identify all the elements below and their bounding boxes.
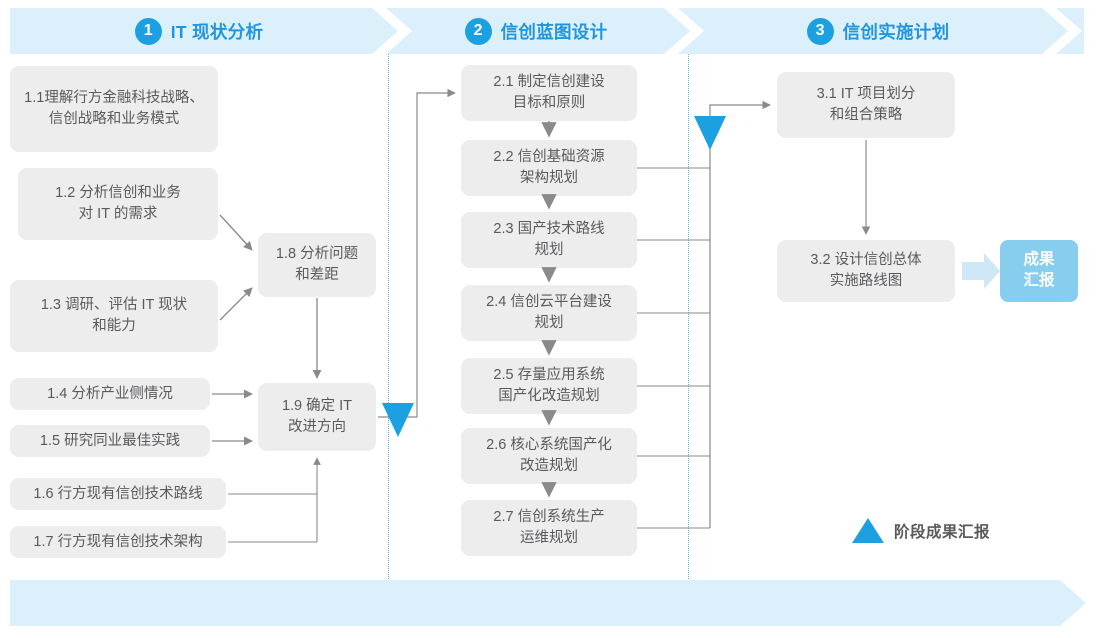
task-label-1-3: 1.3 调研、评估 IT 现状和能力: [40, 297, 188, 334]
task-box-2-3[interactable]: 2.3 国产技术路线规划: [461, 212, 637, 268]
bottom-label-1: 知识传递: [594, 598, 659, 615]
phase-title-3: 信创实施计划: [842, 21, 950, 42]
milestone-triangle-2: [694, 116, 726, 150]
legend: 阶段成果汇报: [852, 518, 990, 543]
phase-divider-2: [688, 54, 689, 581]
task-box-1-1[interactable]: 1.1理解行方金融科技战略、信创战略和业务模式: [10, 66, 218, 152]
task-box-2-4[interactable]: 2.4 信创云平台建设规划: [461, 285, 637, 341]
connector-1-3-to-1-8: [219, 287, 253, 321]
connector-bus-to-3-1: [709, 100, 771, 528]
task-box-2-6[interactable]: 2.6 核心系统国产化改造规划: [461, 428, 637, 484]
phase-number-3: 3: [806, 17, 834, 45]
task-label-1-4: 1.4 分析产业侧情况: [47, 385, 173, 402]
task-box-1-6[interactable]: 1.6 行方现有信创技术路线: [10, 478, 226, 510]
phase-banner-2: 2 信创蓝图设计: [392, 8, 692, 54]
task-label-2-6: 2.6 核心系统国产化改造规划: [486, 437, 612, 474]
task-box-1-7[interactable]: 1.7 行方现有信创技术架构: [10, 526, 226, 558]
task-label-1-1: 1.1理解行方金融科技战略、信创战略和业务模式: [24, 90, 204, 127]
task-box-1-2[interactable]: 1.2 分析信创和业务对 IT 的需求: [18, 168, 218, 240]
phase-number-1: 1: [134, 17, 162, 45]
phase-banner-1: 1 IT 现状分析: [10, 8, 400, 54]
task-label-2-2: 2.2 信创基础资源架构规划: [493, 149, 605, 186]
task-label-1-5: 1.5 研究同业最佳实践: [39, 432, 181, 449]
phase-title-1: IT 现状分析: [170, 21, 264, 42]
task-label-2-4: 2.4 信创云平台建设规划: [486, 294, 612, 331]
task-label-3-1: 3.1 IT 项目划分和组合策略: [816, 86, 916, 123]
task-box-2-7[interactable]: 2.7 信创系统生产运维规划: [461, 500, 637, 556]
task-label-1-7: 1.7 行方现有信创技术架构: [33, 533, 203, 550]
task-box-1-5[interactable]: 1.5 研究同业最佳实践: [10, 425, 210, 457]
task-label-2-1: 2.1 制定信创建设目标和原则: [493, 74, 605, 111]
task-label-2-7: 2.7 信创系统生产运维规划: [493, 509, 605, 546]
task-box-2-5[interactable]: 2.5 存量应用系统国产化改造规划: [461, 358, 637, 414]
task-box-2-2[interactable]: 2.2 信创基础资源架构规划: [461, 140, 637, 196]
connector-1-9-to-2-1: [378, 88, 456, 418]
legend-label: 阶段成果汇报: [894, 523, 991, 541]
task-label-1-8: 1.8 分析问题和差距: [275, 246, 359, 283]
task-box-1-4[interactable]: 1.4 分析产业侧情况: [10, 378, 210, 410]
task-box-3-2[interactable]: 3.2 设计信创总体实施路线图: [777, 240, 955, 302]
phase-banner-3: 3 信创实施计划: [684, 8, 1084, 54]
task-label-3-2: 3.2 设计信创总体实施路线图: [810, 252, 922, 289]
task-box-1-8[interactable]: 1.8 分析问题和差距: [258, 233, 376, 297]
task-label-1-6: 1.6 行方现有信创技术路线: [33, 485, 203, 502]
result-box[interactable]: 成果汇报: [1000, 240, 1078, 302]
bottom-bar: [10, 580, 1086, 626]
phase-divider-1: [388, 54, 389, 581]
bottom-label-0: 项目管理: [396, 598, 461, 615]
triangle-up-icon: [852, 518, 884, 543]
task-box-1-3[interactable]: 1.3 调研、评估 IT 现状和能力: [10, 280, 218, 352]
task-label-2-3: 2.3 国产技术路线规划: [493, 221, 605, 258]
task-box-3-1[interactable]: 3.1 IT 项目划分和组合策略: [777, 72, 955, 138]
task-box-2-1[interactable]: 2.1 制定信创建设目标和原则: [461, 65, 637, 121]
task-label-2-5: 2.5 存量应用系统国产化改造规划: [493, 367, 605, 404]
result-label: 成果汇报: [1023, 251, 1055, 289]
phase-number-2: 2: [464, 17, 492, 45]
connector-1-2-to-1-8: [219, 214, 253, 251]
task-label-1-2: 1.2 分析信创和业务对 IT 的需求: [55, 185, 181, 222]
phase-title-2: 信创蓝图设计: [500, 21, 608, 42]
milestone-triangle-1: [382, 403, 414, 437]
fat-arrow-to-result: [962, 253, 1000, 289]
